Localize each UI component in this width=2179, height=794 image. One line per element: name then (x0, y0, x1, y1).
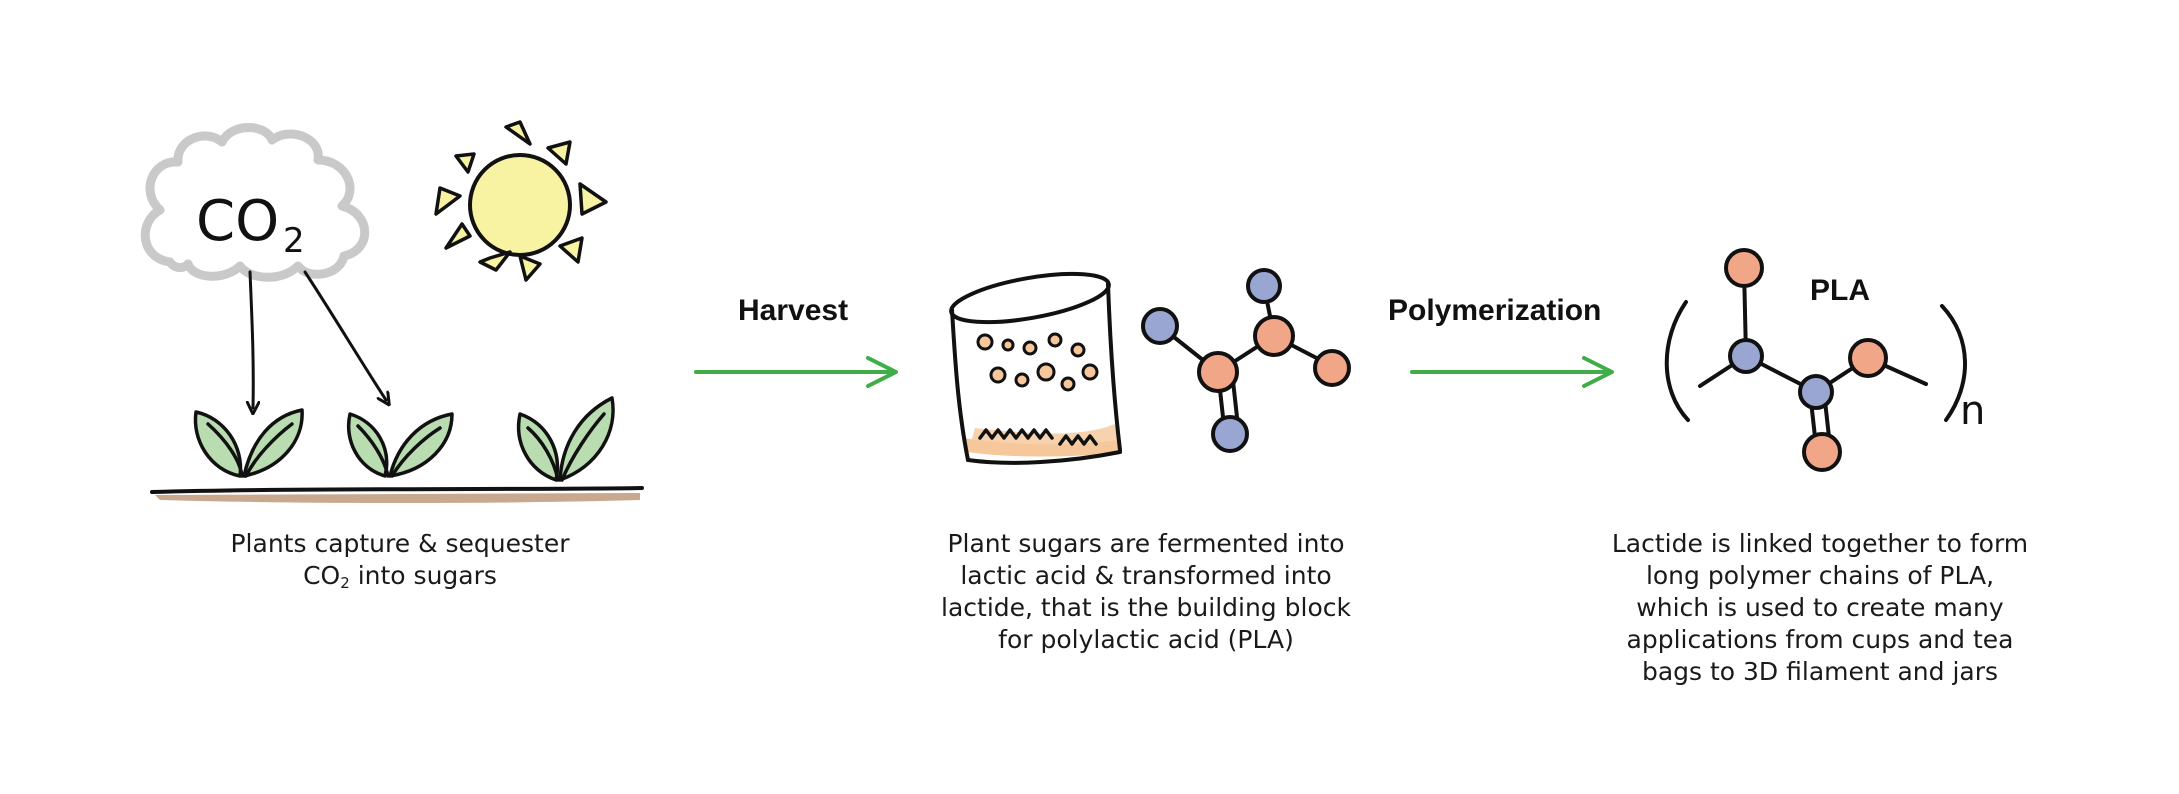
soil-ground (150, 486, 644, 503)
caption-plants: Plants capture & sequester CO2 into suga… (150, 528, 650, 599)
caption-plants-line2: CO2 into sugars (150, 560, 650, 599)
caption-co2-subscript: 2 (340, 574, 350, 592)
caption-plants-line1: Plants capture & sequester (230, 529, 570, 558)
caption-polymerization-line: applications from cups and tea (1626, 625, 2014, 654)
caption-fermentation-line: lactide, that is the building block (941, 593, 1351, 622)
polymerization-arrow (1410, 356, 1614, 388)
lactide-molecule-icon (1141, 268, 1351, 453)
co2-cloud-icon: CO 2 (140, 123, 370, 282)
harvest-label: Harvest (738, 294, 848, 327)
co2-cloud-label: CO (196, 189, 279, 254)
caption-polymerization-line: bags to 3D filament and jars (1641, 657, 1999, 686)
caption-polymerization-line: long polymer chains of PLA, (1645, 561, 1995, 590)
caption-polymerization-line: which is used to create many (1636, 593, 2004, 622)
co2-to-plant-arrows (250, 270, 386, 408)
caption-polymerization: Lactide is linked together to form long … (1570, 528, 2070, 688)
caption-fermentation: Plant sugars are fermented into lactic a… (896, 528, 1396, 656)
co2-cloud-subscript: 2 (283, 221, 305, 261)
sugar-jar-icon (949, 271, 1122, 465)
caption-polymerization-line: Lactide is linked together to form (1611, 529, 2029, 558)
caption-fermentation-line: for polylactic acid (PLA) (998, 625, 1294, 654)
sun-icon (434, 120, 608, 282)
caption-plants-tail: into sugars (349, 561, 497, 590)
pla-label: PLA (1810, 274, 1870, 307)
pla-repeat-subscript: n (1960, 388, 1985, 434)
jar-sugar-dots (976, 332, 1099, 392)
polymerization-label: Polymerization (1388, 294, 1601, 327)
caption-fermentation-line: lactic acid & transformed into (960, 561, 1332, 590)
harvest-arrow (694, 356, 898, 388)
caption-fermentation-line: Plant sugars are fermented into (947, 529, 1345, 558)
sprout-icon (193, 396, 615, 482)
caption-co2: CO (303, 561, 341, 590)
pla-polymer-icon: n (1664, 248, 1985, 472)
